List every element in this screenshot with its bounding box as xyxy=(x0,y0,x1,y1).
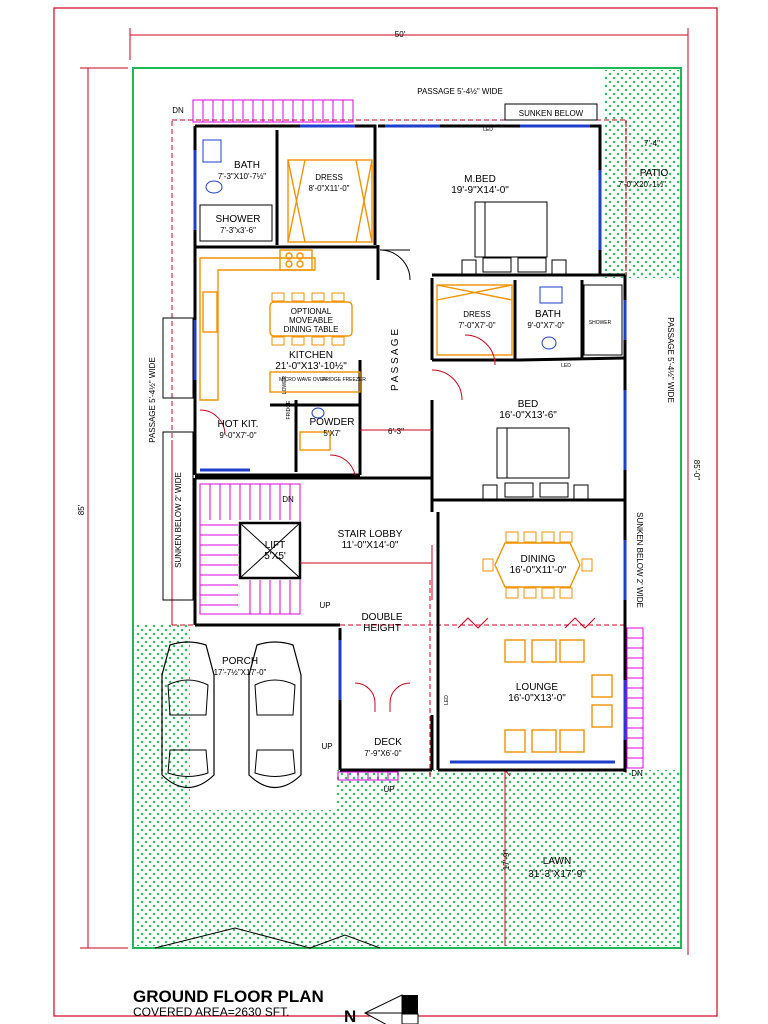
hotkit-size: 9'-0"X7'-0" xyxy=(219,431,256,440)
top-steps xyxy=(192,99,354,123)
label-fridge: FRIDGE xyxy=(286,400,292,420)
north-arrow-icon xyxy=(363,994,419,1024)
top-dimension: 50' xyxy=(129,28,689,60)
title-block: GROUND FLOOR PLAN COVERED AREA=2630 SFT.… xyxy=(133,987,419,1024)
lift-size: 5'X5' xyxy=(264,551,286,562)
lounge-name: LOUNGE xyxy=(516,682,559,693)
stair-lobby-size: 11'-0"X14'-0" xyxy=(342,540,399,551)
page-title: GROUND FLOOR PLAN xyxy=(133,987,324,1006)
patio-size: 7'-0"X20'-1½" xyxy=(618,180,666,189)
dining-opt-line3: DINING TABLE xyxy=(284,325,339,334)
label-passage-right: PASSAGE 5'-4½" WIDE xyxy=(666,317,675,403)
dress2-name: DRESS xyxy=(463,310,491,319)
label-dn-top: DN xyxy=(172,106,184,115)
deck-steps xyxy=(337,771,399,781)
lounge-furniture xyxy=(457,617,613,753)
dress-closets xyxy=(287,159,513,356)
passage-width: 6'-3" xyxy=(388,427,404,436)
porch-size: 17'-7½"X17'-0" xyxy=(214,668,267,677)
gate xyxy=(154,927,381,949)
powder-size: 5'X7' xyxy=(323,429,341,438)
doors xyxy=(199,249,496,712)
right-steps xyxy=(626,627,644,769)
page-subtitle: COVERED AREA=2630 SFT. xyxy=(133,1005,289,1019)
lawn-depth: 17'-9" xyxy=(502,850,511,871)
windows xyxy=(193,124,627,764)
dress2-size: 7'-0"X7'-0" xyxy=(458,321,495,330)
dress1-size: 8'-0"X11'-0" xyxy=(308,184,349,193)
porch-name: PORCH xyxy=(222,656,258,667)
label-up-stair: UP xyxy=(319,601,330,610)
shower1-size: 7'-3"x3'-6" xyxy=(220,226,256,235)
lawn-name: LAWN xyxy=(543,856,572,867)
labels: PASSAGE 5'-4½" WIDE SUNKEN BELOW DN BATH… xyxy=(148,87,675,880)
label-fridge-freezer: FRIDGE FREEZER xyxy=(322,377,366,383)
label-passage-top: PASSAGE 5'-4½" WIDE xyxy=(417,87,503,96)
bath2-size: 9'-0"X7'-0" xyxy=(527,321,564,330)
label-dn-stair: DN xyxy=(282,495,294,504)
label-microwave: MICRO WAVE OVEN xyxy=(279,377,327,383)
bath1-size: 7'-3"X10'-7½" xyxy=(218,172,266,181)
label-passage-left: PASSAGE 5'-4½" WIDE xyxy=(148,357,157,443)
label-led-lounge: LED xyxy=(444,695,450,705)
north-label: N xyxy=(344,1007,356,1024)
bath-fixtures xyxy=(199,139,623,451)
patio-width: 7'-4" xyxy=(644,139,660,148)
lift-shaft xyxy=(238,521,302,580)
label-led-bath: LED xyxy=(561,363,571,369)
optional-dining-table xyxy=(269,292,353,346)
lift-name: LIFT xyxy=(265,540,286,551)
label-up-deck: UP xyxy=(321,742,332,751)
dim-right-length: 85'-0" xyxy=(692,460,701,481)
shower2-name: SHOWER xyxy=(589,320,612,326)
mbed-name: M.BED xyxy=(464,174,496,185)
kitchen-size: 21'-0"X13'-10½" xyxy=(275,361,347,372)
patio-name: PATIO xyxy=(640,168,669,179)
shower1-name: SHOWER xyxy=(216,214,261,225)
double-height-line2: HEIGHT xyxy=(363,623,401,634)
label-sunken-left: SUNKEN BELOW 2' WIDE xyxy=(174,472,183,568)
master-bed xyxy=(461,201,567,275)
kitchen-name: KITCHEN xyxy=(289,350,333,361)
dining-size: 16'-0"X11'-0" xyxy=(510,565,567,576)
double-height-line1: DOUBLE xyxy=(361,612,402,623)
powder-name: POWDER xyxy=(310,417,355,428)
main-staircase xyxy=(199,483,302,615)
label-sunken-top: SUNKEN BELOW xyxy=(519,109,584,118)
lounge-size: 16'-0"X13'-0" xyxy=(508,693,566,704)
dress1-name: DRESS xyxy=(315,173,343,182)
porch-cars xyxy=(161,641,302,788)
plot-boundary xyxy=(132,67,682,949)
label-up-steps: UP xyxy=(383,785,394,794)
dining-name: DINING xyxy=(521,554,556,565)
label-lower: LOWER xyxy=(282,375,288,394)
dim-top-width: 50' xyxy=(395,30,406,39)
dim-left-length: 85' xyxy=(77,504,86,515)
bath2-name: BATH xyxy=(535,309,561,320)
label-sunken-right: SUNKEN BELOW 2' WIDE xyxy=(635,512,644,608)
stair-lobby-name: STAIR LOBBY xyxy=(338,529,403,540)
lawn-areas xyxy=(135,70,680,946)
label-dn-right: DN xyxy=(631,769,643,778)
right-dimension: 85'-0" xyxy=(687,60,701,955)
lawn-size: 31'-3"X17'-9" xyxy=(528,869,586,880)
bedroom-bed xyxy=(482,427,589,500)
bed-size: 16'-0"X13'-6" xyxy=(499,410,557,421)
left-side-strips xyxy=(162,317,194,601)
label-led-mbed: LED xyxy=(483,127,493,133)
deck-size: 7'-9"X6'-0" xyxy=(364,749,401,758)
bed-name: BED xyxy=(518,399,539,410)
main-dining-table xyxy=(482,531,593,599)
dining-opt-line1: OPTIONAL xyxy=(291,307,332,316)
passage-name: P A S S A G E xyxy=(390,329,401,391)
left-dimension: 85' xyxy=(77,67,128,949)
deck-name: DECK xyxy=(374,737,402,748)
dining-opt-line2: MOVEABLE xyxy=(289,316,333,325)
kitchen-counter xyxy=(199,249,361,401)
bath1-name: BATH xyxy=(234,160,260,171)
hotkit-name: HOT KIT. xyxy=(218,419,259,430)
mbed-size: 19'-9"X14'-0" xyxy=(451,185,509,196)
